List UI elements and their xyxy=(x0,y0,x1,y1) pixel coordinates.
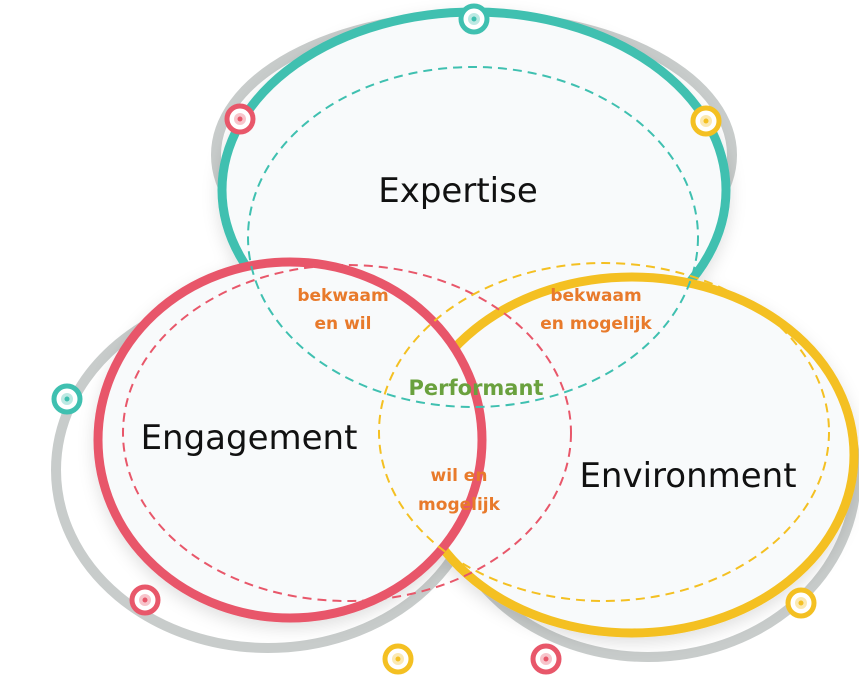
top-teal-dot-icon xyxy=(458,3,490,35)
label-engagement: Engagement xyxy=(141,418,358,458)
top-right-yellow-dot-icon xyxy=(690,105,722,137)
main-circles xyxy=(93,7,859,638)
bottom-left-red-dot-icon xyxy=(129,584,161,616)
label-expertise: Expertise xyxy=(378,171,538,211)
label-environment: Environment xyxy=(579,456,796,496)
bottom-yellow-dot-icon xyxy=(382,643,414,675)
overlap-left-right-line2: mogelijk xyxy=(418,495,501,515)
decorative-dots xyxy=(51,3,817,675)
dashed-left xyxy=(122,264,572,602)
center-label-performant: Performant xyxy=(409,376,544,400)
bottom-red-dot-icon xyxy=(530,643,562,675)
overlap-top-left-line1: bekwaam xyxy=(297,286,388,306)
left-teal-dot-icon xyxy=(51,383,83,415)
overlap-top-right-line2: en mogelijk xyxy=(540,314,652,334)
dashed-top xyxy=(247,66,699,408)
overlap-top-left-line2: en wil xyxy=(315,314,372,334)
circle-left-engagement xyxy=(93,257,487,623)
overlap-top-right-line1: bekwaam xyxy=(550,286,641,306)
top-left-red-dot-icon xyxy=(224,103,256,135)
overlap-left-right-line1: wil en xyxy=(431,466,488,486)
dashed-circles xyxy=(122,66,830,602)
right-yellow-dot-icon xyxy=(785,587,817,619)
dashed-right xyxy=(378,262,830,602)
